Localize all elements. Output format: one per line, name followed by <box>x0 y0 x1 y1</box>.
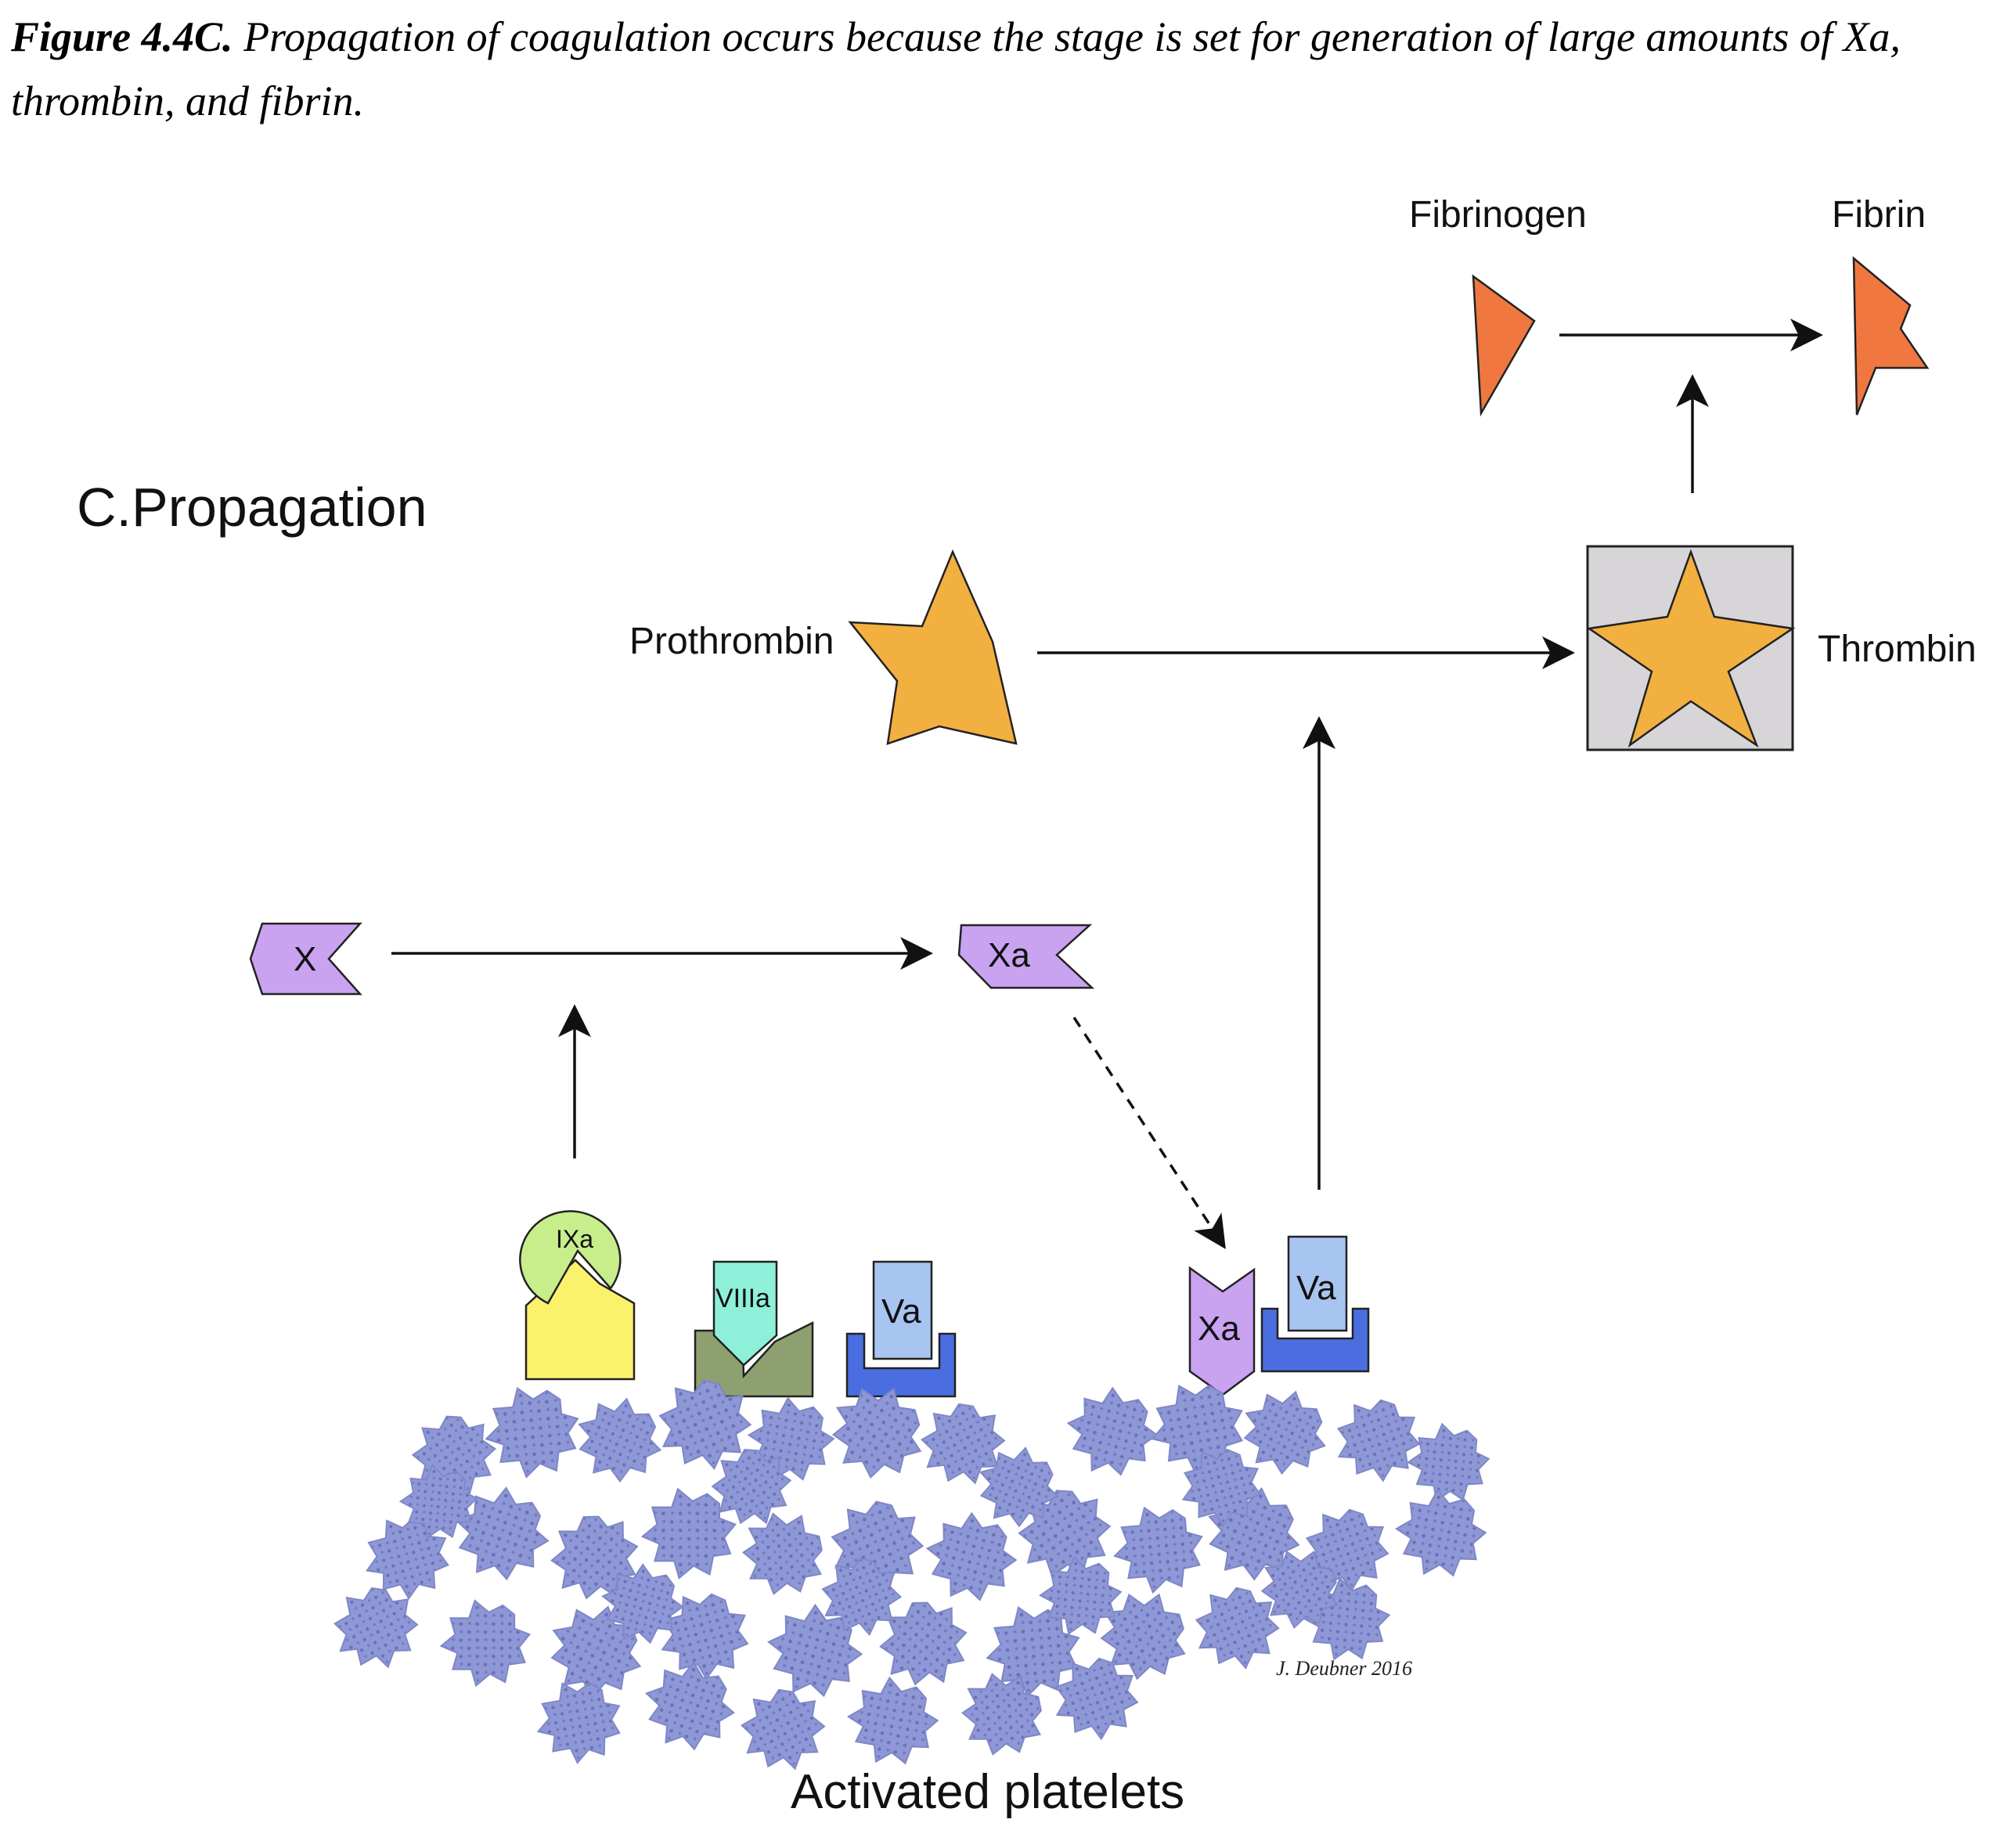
prothrombin-star <box>848 549 1018 745</box>
factor-x-label: X <box>294 940 316 978</box>
thrombin-star <box>1586 549 1796 748</box>
platelet <box>739 1508 827 1598</box>
platelets-label: Activated platelets <box>791 1765 1184 1819</box>
figure-caption: Figure 4.4C. Propagation of coagulation … <box>11 5 1991 133</box>
fibrin-shape <box>1852 256 1930 416</box>
viiia-label: VIIIa <box>715 1284 770 1313</box>
platelet <box>1234 1381 1333 1482</box>
activated-platelets-cluster <box>325 1367 1501 1781</box>
va-right-shape <box>1287 1235 1348 1332</box>
factor-xa-shape <box>957 924 1095 989</box>
platelet <box>876 1598 969 1689</box>
va-left-shape <box>872 1260 933 1360</box>
viiia-shape <box>712 1260 778 1367</box>
va-left-label: Va <box>881 1292 921 1331</box>
platelet <box>833 1662 951 1781</box>
caption-figure-number: Figure 4.4C. <box>11 13 233 60</box>
panel-title: C.Propagation <box>77 477 427 538</box>
fibrinogen-label: Fibrinogen <box>1409 194 1587 236</box>
platelet <box>567 1388 670 1492</box>
thrombin-label: Thrombin <box>1818 629 1977 670</box>
xa-membrane-shape <box>1188 1266 1256 1396</box>
fibrinogen-shape <box>1472 274 1536 417</box>
va-right-receptor <box>1260 1307 1370 1373</box>
xa-membrane-label: Xa <box>1198 1309 1240 1348</box>
ixa-shape <box>519 1210 622 1305</box>
caption-text: Propagation of coagulation occurs becaus… <box>11 13 1901 124</box>
platelet <box>1381 1475 1499 1593</box>
va-right-label: Va <box>1296 1269 1336 1307</box>
xa-to-membrane-dashed-arrow <box>1072 1017 1226 1249</box>
artist-signature: J. Deubner 2016 <box>1276 1657 1412 1680</box>
platelet <box>425 1583 545 1703</box>
prothrombin-label: Prothrombin <box>629 621 834 662</box>
ixa-label: IXa <box>556 1225 593 1253</box>
platelet <box>913 1499 1028 1615</box>
platelet <box>1054 1374 1169 1490</box>
factor-x-shape <box>249 922 362 996</box>
platelet <box>732 1680 832 1779</box>
factor-xa-label: Xa <box>988 936 1030 974</box>
platelet <box>1323 1386 1431 1493</box>
fibrin-label: Fibrin <box>1832 194 1926 236</box>
